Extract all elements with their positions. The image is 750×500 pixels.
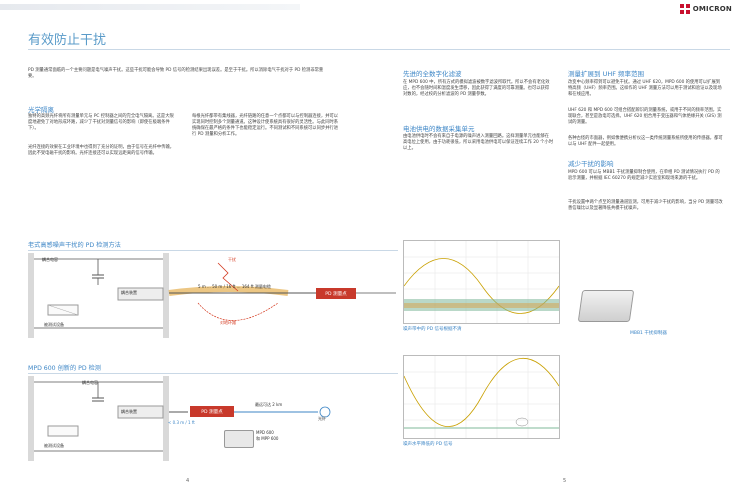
scope2-pd-marker (515, 417, 529, 427)
wall2-left (28, 376, 34, 461)
f2-coupling-cap-label: 耦合电容 (82, 380, 98, 385)
mbb1-caption: MBB1 干扰抑制器 (630, 331, 667, 336)
f2-coupling-device-label: 耦合装置 (121, 409, 137, 414)
scope1-display (403, 240, 560, 324)
header-gradient (0, 4, 300, 10)
scope1-noise-core (404, 303, 559, 308)
figure2-diagram (28, 376, 331, 461)
f1-coupling-cap-label: 耦合电容 (42, 257, 58, 262)
uhf-para1: 改变中心频率得到可以避免干扰。通过 UHF 620，MPD 600 的使用可以扩… (568, 80, 722, 97)
page-number-right: 5 (563, 478, 567, 484)
wall-right (163, 253, 169, 338)
f2-product-label: MPD 600 和 MPP 600 (256, 430, 279, 441)
f2-short-cable-label: < 0.3 m / 1 ft (168, 420, 195, 425)
col1-para1: 独特的高频光纤将所有测量单元与 PC 控制器之间的完全电气隔离。这是大限度地避免… (28, 114, 174, 131)
coupling-device-box-2 (117, 405, 164, 419)
f2-distance-label: 最远可达 2 km (255, 402, 283, 407)
heading-uhf: 测量扩展到 UHF 频率范围 (568, 70, 645, 78)
ground-loop-path (197, 302, 279, 321)
scope2-display (403, 355, 560, 439)
uhf-para3: 各种古怪的市面器，例如像便携分析仪这一类传统测量系统所使用的传感器，都可以与 U… (568, 136, 723, 147)
col2-para1: 每根光纤都带有集线器，光纤链路的任意一个点都可以与控制器连接，并可以实现同时控制… (192, 114, 339, 137)
page-title: 有效防止干扰 (28, 33, 107, 48)
figure2-divider (28, 373, 398, 374)
coupling-device-box (117, 287, 164, 301)
f1-loop-label: 对地环路 (220, 320, 236, 325)
battery-text: 由电池供电时不会有来自于电源的噪声进入测量回路。这样测量单元也能够在高电位上使用… (403, 134, 553, 151)
uhf-para2: UHF 620 和 MPD 600 可组合搭配辨识的测量系统，或用于不同的频率范… (568, 108, 722, 125)
intro-text: PD 测量通常面临的一个主要问题是电气噪声干扰。这些干扰可能会导致 PD 信号的… (28, 68, 324, 79)
mpd600-device-icon (224, 430, 254, 448)
scope1-plot (403, 241, 560, 323)
reduce-para1: MPD 600 可以与 MBB1 干扰测量抑制合使用，在单相 PD 测试情况执行… (568, 170, 720, 181)
logo-mark-icon (679, 4, 690, 14)
scope2-plot (403, 356, 560, 438)
header-bar: OMICRON (0, 0, 750, 14)
f2-test-object-label: 被测试设备 (44, 443, 64, 448)
f1-pd-unit: PD 测量点 (316, 288, 356, 299)
f1-coupling-device-label: 耦合装置 (121, 290, 137, 295)
test-object-hatch (47, 304, 79, 316)
brand-name: OMICRON (692, 5, 732, 13)
figure1-title: 老式高感噪声干扰的 PD 检测方法 (28, 242, 121, 249)
heading-battery-unit: 电池供电的数据采集单元 (403, 125, 475, 133)
heading-digital-filter: 先进的全数字化滤波 (403, 70, 462, 78)
figure2-title: MPD 600 创新的 PD 检测 (28, 365, 101, 372)
figure1-diagram (28, 253, 396, 338)
figure1-divider (28, 250, 398, 251)
heading-optical-isolation: 光学隔离 (28, 106, 54, 114)
scope2-sine (403, 358, 560, 427)
wall2-right (163, 376, 169, 461)
f2-fiber-label: 光纤 (318, 416, 326, 421)
fiber-coil-icon (319, 406, 331, 418)
test-object-box-2 (47, 425, 79, 437)
scope2-grid (404, 356, 559, 438)
f1-test-object-label: 被测试设备 (44, 322, 64, 327)
reduce-para2: 干扰设置中两个点至的测量通道监测，可用于减少干扰的影响，当分 PD 测量可改善信… (568, 200, 723, 211)
interference-band (168, 286, 289, 296)
title-divider (28, 49, 730, 50)
brand-logo: OMICRON (679, 4, 732, 14)
f1-interference-label: 干扰 (228, 257, 236, 262)
col1-para2: 光纤连接的效果在工业环境中也得到了充分的证明，由于信号在光纤中传输，因此不受电磁… (28, 145, 175, 156)
mbb1-device-icon (577, 290, 635, 322)
f2-pd-unit: PD 测量点 (190, 406, 234, 417)
f1-cable-label: 5 m ... 50 m / 16 ft ... 164 ft 测量电缆 (198, 284, 271, 289)
heading-reduce-interference: 减少干扰的影响 (568, 160, 614, 168)
wall-left (28, 253, 34, 338)
scope1-caption: 噪声带中的 PD 信号根据不清 (403, 327, 462, 332)
scope2-caption: 噪声水平降低的 PD 信号 (403, 442, 453, 447)
interference-bolt (217, 262, 239, 292)
filter-text: 在 MPD 600 中，所有方式的模拟滤波被数字滤波所取代。所以不会有老化效应，… (403, 80, 550, 97)
page-number-left: 4 (186, 478, 190, 484)
